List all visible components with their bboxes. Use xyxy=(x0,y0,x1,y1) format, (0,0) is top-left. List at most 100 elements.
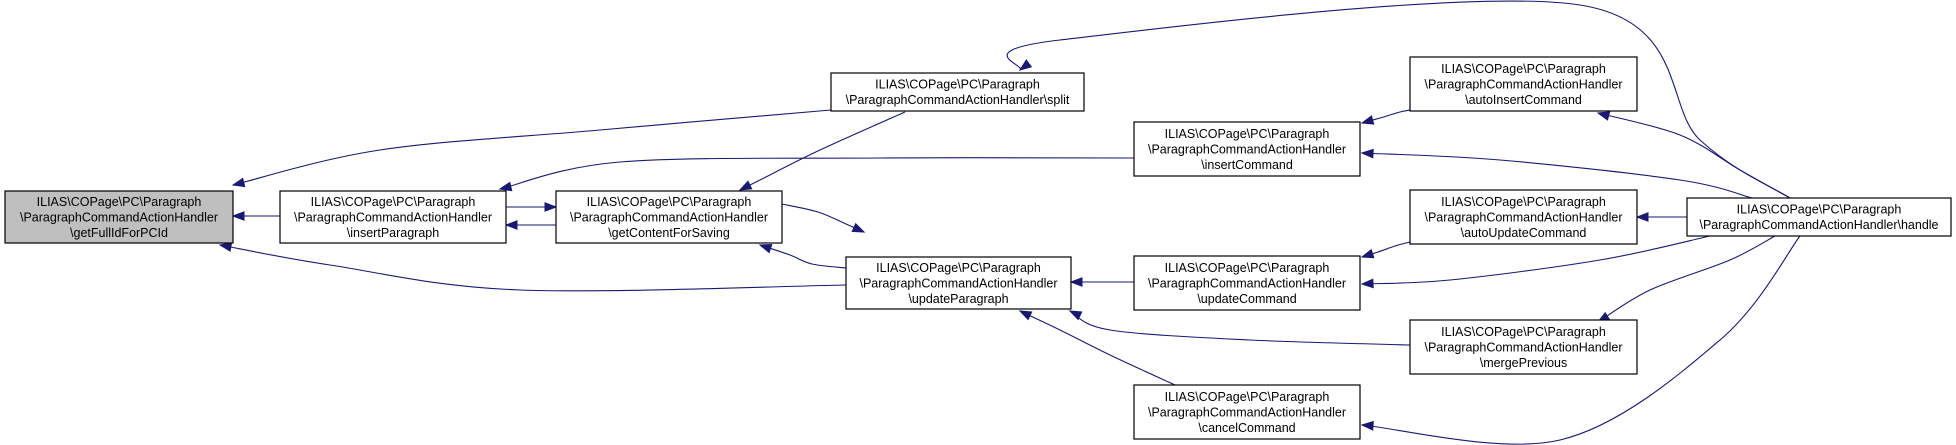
edge-getContentForSaving-to-insertParagraph xyxy=(504,220,556,230)
edge-getContentForSaving-to-updateParagraph xyxy=(781,203,866,233)
node-label-line: \cancelCommand xyxy=(1198,421,1295,435)
node-label-line: \autoInsertCommand xyxy=(1465,93,1582,107)
edge-updateCommand-to-updateParagraph xyxy=(1069,277,1134,287)
edge-arrowhead xyxy=(758,243,773,254)
node-label-line: \ParagraphCommandActionHandler xyxy=(1424,77,1622,91)
edge-arrowhead xyxy=(1018,59,1033,71)
node-label-line: \ParagraphCommandActionHandler xyxy=(1148,142,1346,156)
edge-arrowhead xyxy=(544,202,558,212)
edge-arrowhead xyxy=(504,220,518,230)
node-label-line: ILIAS\COPage\PC\Paragraph xyxy=(1165,390,1330,404)
edge-arrowhead xyxy=(1018,310,1033,321)
node-box[interactable] xyxy=(1133,384,1361,440)
edge-handle-to-split xyxy=(1006,0,1791,199)
edge-insertCommand-to-insertParagraph xyxy=(498,157,1135,192)
edge-arrowhead xyxy=(218,242,233,252)
edge-insertParagraph-to-getFullId xyxy=(231,211,280,221)
node-label-line: ILIAS\COPage\PC\Paragraph xyxy=(311,195,476,209)
node-box[interactable] xyxy=(1409,189,1638,245)
node-label-line: \ParagraphCommandActionHandler xyxy=(1424,340,1622,354)
node-label-line: ILIAS\COPage\PC\Paragraph xyxy=(1165,127,1330,141)
node-box[interactable] xyxy=(1409,56,1638,112)
node-box[interactable] xyxy=(845,256,1072,310)
node-insertCommand[interactable]: ILIAS\COPage\PC\Paragraph\ParagraphComma… xyxy=(1133,121,1361,177)
node-label-line: \ParagraphCommandActionHandler xyxy=(1424,210,1622,224)
node-box[interactable] xyxy=(1133,121,1361,177)
edge-arrowhead xyxy=(1635,212,1649,222)
node-insertParagraph[interactable]: ILIAS\COPage\PC\Paragraph\ParagraphComma… xyxy=(279,190,507,244)
edge-autoUpdateCommand-to-updateCommand xyxy=(1360,241,1411,259)
edge-arrowhead xyxy=(231,211,245,221)
node-autoUpdateCommand[interactable]: ILIAS\COPage\PC\Paragraph\ParagraphComma… xyxy=(1409,189,1638,245)
edge-line xyxy=(781,203,865,233)
node-label-line: \ParagraphCommandActionHandler xyxy=(294,210,492,224)
edge-split-to-getContentForSaving xyxy=(738,111,906,191)
node-label-line: \getFullIdForPCId xyxy=(70,226,168,240)
node-label-line: \updateCommand xyxy=(1197,292,1296,306)
node-label-line: \ParagraphCommandActionHandler xyxy=(859,276,1057,290)
edge-arrowhead xyxy=(1596,111,1611,121)
node-label-line: \updateParagraph xyxy=(908,292,1008,306)
node-box[interactable] xyxy=(4,190,234,244)
edge-arrowhead xyxy=(1360,115,1375,125)
node-label-line: ILIAS\COPage\PC\Paragraph xyxy=(876,261,1041,275)
node-split[interactable]: ILIAS\COPage\PC\Paragraph\ParagraphComma… xyxy=(830,72,1085,112)
node-label-line: \ParagraphCommandActionHandler xyxy=(570,210,768,224)
node-box[interactable] xyxy=(1686,197,1952,237)
node-label-line: ILIAS\COPage\PC\Paragraph xyxy=(587,195,752,209)
node-cancelCommand[interactable]: ILIAS\COPage\PC\Paragraph\ParagraphComma… xyxy=(1133,384,1361,440)
node-box[interactable] xyxy=(830,72,1085,112)
node-updateCommand[interactable]: ILIAS\COPage\PC\Paragraph\ParagraphComma… xyxy=(1133,255,1361,311)
node-label-line: ILIAS\COPage\PC\Paragraph xyxy=(1441,195,1606,209)
edge-line xyxy=(1019,310,1176,386)
edge-handle-to-cancelCommand xyxy=(1360,235,1801,445)
node-box[interactable] xyxy=(279,190,507,244)
node-label-line: \getContentForSaving xyxy=(608,226,730,240)
node-label-line: \ParagraphCommandActionHandler xyxy=(1148,405,1346,419)
node-box[interactable] xyxy=(1133,255,1361,311)
edge-line xyxy=(219,244,847,292)
node-label-line: ILIAS\COPage\PC\Paragraph xyxy=(1441,62,1606,76)
edge-arrowhead xyxy=(1069,277,1083,287)
edge-handle-to-insertCommand xyxy=(1360,148,1753,199)
edge-line xyxy=(1069,310,1411,346)
node-label-line: \autoUpdateCommand xyxy=(1461,226,1587,240)
edge-arrowhead xyxy=(231,177,246,188)
edge-mergePrevious-to-updateParagraph xyxy=(1068,310,1411,346)
edge-line xyxy=(759,244,847,269)
node-handle[interactable]: ILIAS\COPage\PC\Paragraph\ParagraphComma… xyxy=(1686,197,1952,237)
edge-arrowhead xyxy=(1360,248,1375,259)
edge-insertParagraph-to-getContentForSaving xyxy=(506,202,558,212)
edge-line xyxy=(1361,152,1753,199)
edge-arrowhead xyxy=(498,181,513,192)
edge-line xyxy=(499,157,1135,190)
node-label-line: ILIAS\COPage\PC\Paragraph xyxy=(1441,325,1606,339)
node-getFullId[interactable]: ILIAS\COPage\PC\Paragraph\ParagraphComma… xyxy=(4,190,234,244)
edge-updateParagraph-to-getContentForSaving xyxy=(758,243,847,269)
edge-arrowhead xyxy=(1360,278,1374,289)
edge-handle-to-autoUpdateCommand xyxy=(1635,212,1687,222)
edge-line xyxy=(1361,235,1801,445)
node-label-line: ILIAS\COPage\PC\Paragraph xyxy=(875,78,1040,92)
edge-cancelCommand-to-updateParagraph xyxy=(1018,310,1176,386)
edge-arrowhead xyxy=(1360,148,1374,159)
edge-line xyxy=(1361,235,1711,285)
node-box[interactable] xyxy=(555,190,783,244)
node-label-line: ILIAS\COPage\PC\Paragraph xyxy=(1737,203,1902,217)
edge-updateParagraph-to-getFullId xyxy=(218,242,847,292)
edge-line xyxy=(1597,112,1791,199)
edge-arrowhead xyxy=(738,180,753,191)
node-getContentForSaving[interactable]: ILIAS\COPage\PC\Paragraph\ParagraphComma… xyxy=(555,190,783,244)
node-box[interactable] xyxy=(1409,319,1638,375)
node-label-line: \ParagraphCommandActionHandler xyxy=(1148,276,1346,290)
edge-handle-to-mergePrevious xyxy=(1596,235,1776,323)
edge-autoInsertCommand-to-insertCommand xyxy=(1360,109,1411,125)
edges-layer xyxy=(218,0,1801,445)
edge-handle-to-autoInsertCommand xyxy=(1596,111,1791,199)
edge-line xyxy=(232,109,832,186)
node-autoInsertCommand[interactable]: ILIAS\COPage\PC\Paragraph\ParagraphComma… xyxy=(1409,56,1638,112)
node-mergePrevious[interactable]: ILIAS\COPage\PC\Paragraph\ParagraphComma… xyxy=(1409,319,1638,375)
node-label-line: ILIAS\COPage\PC\Paragraph xyxy=(37,195,202,209)
node-label-line: \ParagraphCommandActionHandler\handle xyxy=(1699,218,1938,232)
node-updateParagraph[interactable]: ILIAS\COPage\PC\Paragraph\ParagraphComma… xyxy=(845,256,1072,310)
